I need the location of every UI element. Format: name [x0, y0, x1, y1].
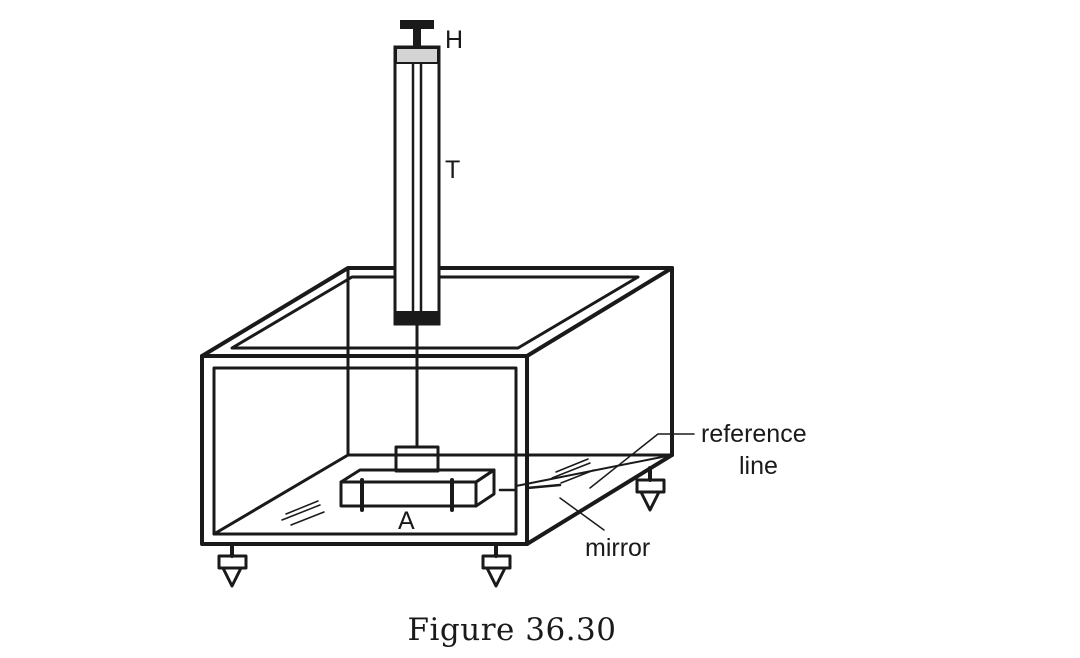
tank-feet	[217, 466, 666, 588]
handle-h	[400, 20, 434, 47]
foot-front-left	[217, 542, 248, 588]
tank	[200, 266, 674, 546]
label-line: line	[739, 452, 778, 480]
tube-bottom-band	[395, 311, 439, 324]
mirror-leader	[559, 497, 605, 531]
tube-t	[393, 45, 441, 326]
label-h: H	[445, 26, 463, 54]
figure-caption: Figure 36.30	[408, 612, 617, 648]
tube-top-band	[395, 47, 439, 64]
mirror-sheen-right	[551, 458, 595, 484]
mirror-front-diagonal	[212, 453, 350, 536]
tank-front-inner	[212, 366, 518, 536]
label-reference: reference	[701, 420, 807, 448]
label-mirror: mirror	[585, 534, 650, 562]
mirror-sheen-left	[281, 500, 325, 526]
reference-line-mark-right	[525, 483, 562, 490]
tank-right-bottom-edge	[525, 453, 674, 546]
foot-back-right	[635, 466, 666, 512]
tank-front-outer	[200, 354, 529, 546]
foot-front-right	[481, 542, 512, 588]
tank-top-inner	[230, 275, 640, 350]
label-t: T	[445, 156, 460, 184]
block-holder	[394, 445, 440, 473]
block-a	[339, 445, 496, 512]
label-a: A	[398, 507, 415, 535]
reference-line-leader	[589, 433, 695, 489]
